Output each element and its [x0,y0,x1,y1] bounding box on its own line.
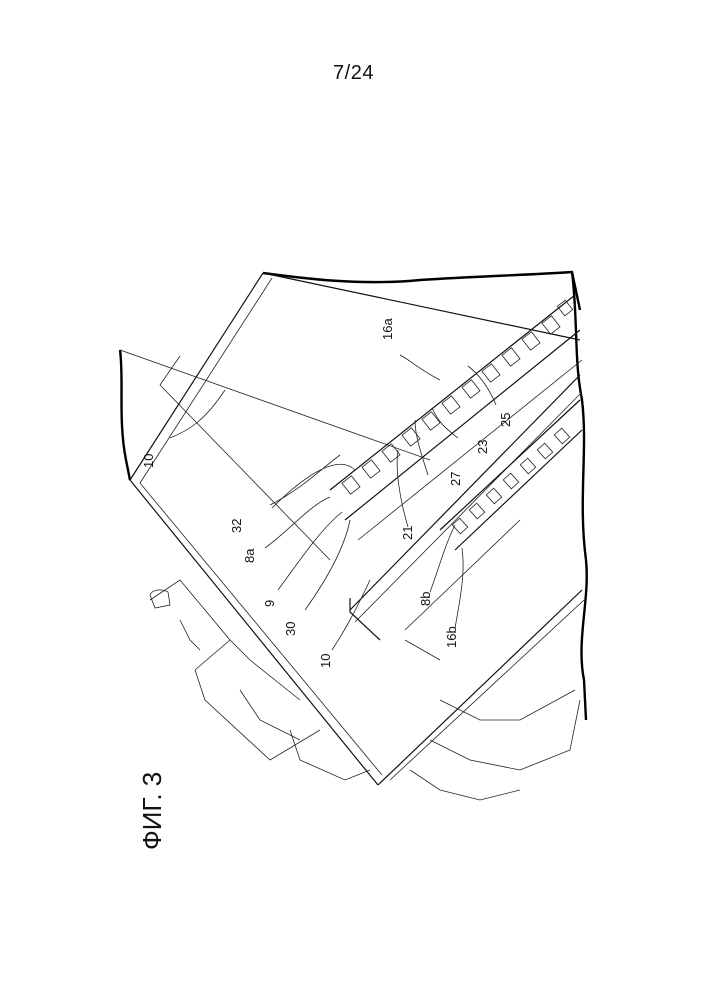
lower-plate [350,375,584,785]
connector-strip-8a [330,295,582,540]
base-housings [150,580,580,800]
label-23: 23 [475,440,490,454]
label-16a: 16a [380,318,395,340]
label-8a: 8a [242,548,257,563]
label-32: 32 [229,519,244,533]
label-16b: 16b [444,626,459,648]
break-line-top [263,272,580,310]
label-10-top: 10 [141,454,156,468]
label-25: 25 [498,413,513,427]
label-9: 9 [262,600,277,607]
label-8b: 8b [418,592,433,606]
label-21: 21 [400,526,415,540]
label-30: 30 [283,622,298,636]
label-10-bottom: 10 [318,654,333,668]
label-27: 27 [448,472,463,486]
break-line-left [120,350,130,480]
